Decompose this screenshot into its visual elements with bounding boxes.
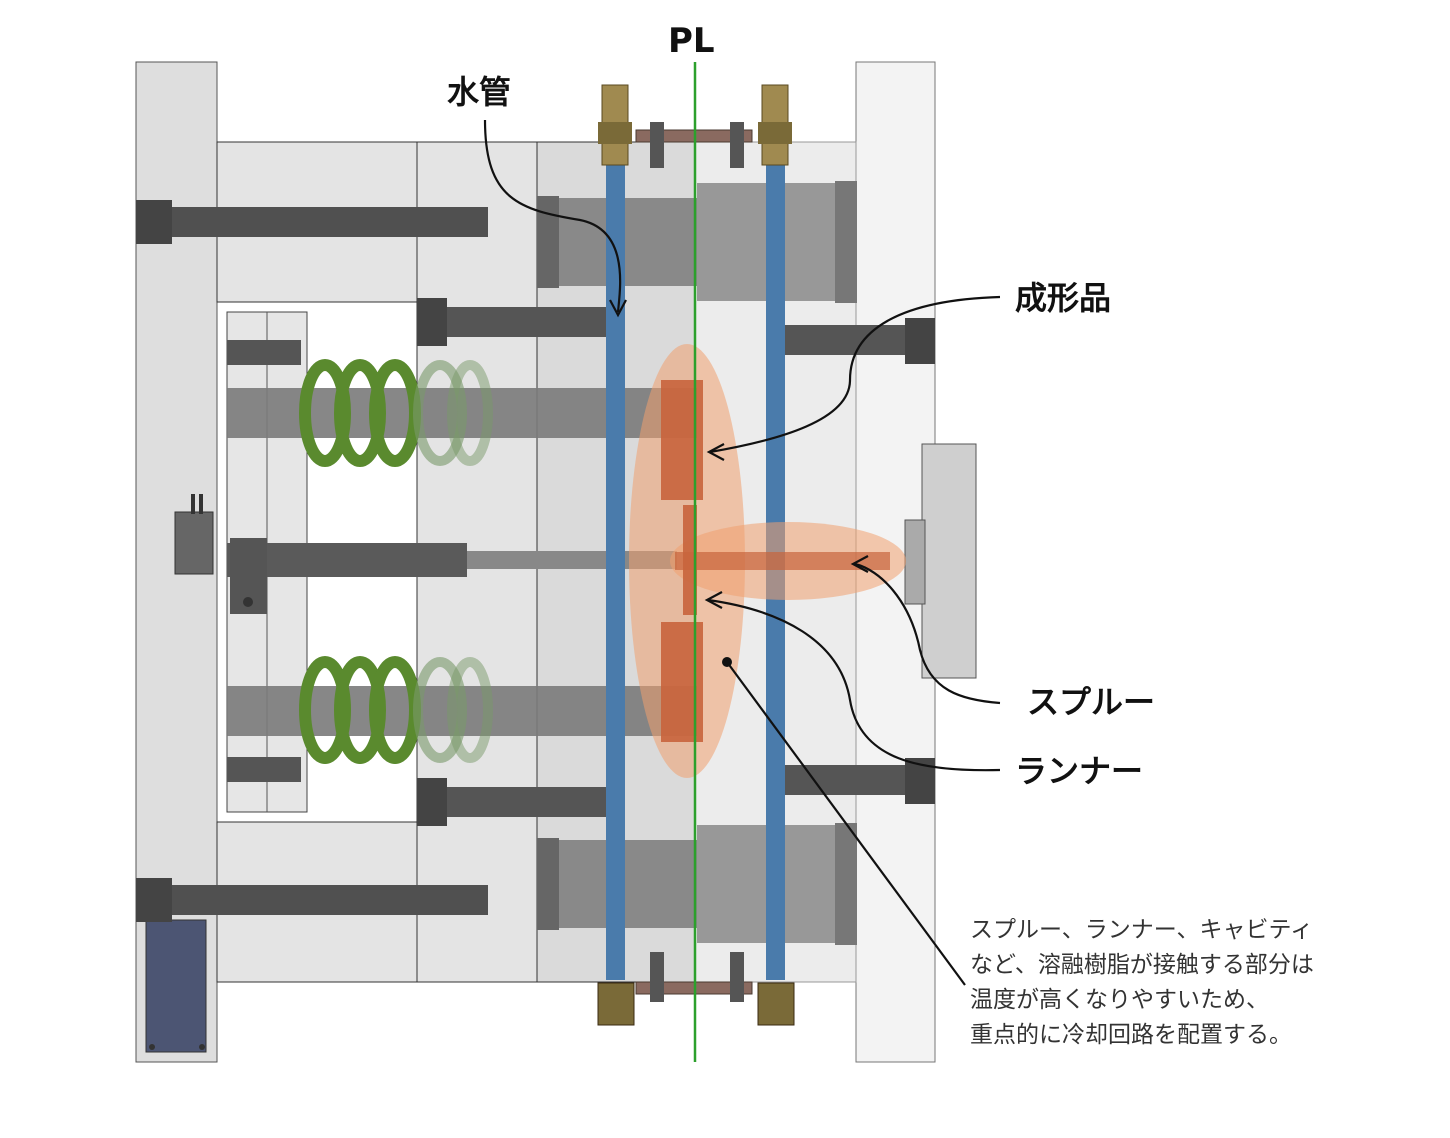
molded-part-upper	[661, 380, 703, 500]
molded-part-arrowhead	[706, 443, 725, 461]
spring-coil	[447, 657, 493, 763]
water-pipe-label: 水管	[447, 73, 512, 111]
runner-label: ランナー	[1015, 752, 1144, 790]
locate-ring-flange	[904, 519, 926, 605]
fitting	[757, 982, 795, 1026]
sprue-label: スプルー	[1027, 683, 1156, 721]
guide-rod	[136, 885, 488, 915]
note-line: など、溶融樹脂が接触する部分は	[970, 952, 1314, 978]
water-pipe-core	[606, 160, 625, 980]
fitting-nut	[758, 122, 792, 144]
limit-switch-terminal	[191, 494, 195, 514]
bolt	[730, 952, 744, 1002]
sprue-leader	[854, 562, 1001, 705]
note-line: スプルー、ランナー、キャビティ	[970, 917, 1314, 943]
bushing-flange	[835, 181, 857, 303]
bolt	[785, 325, 920, 355]
small-bolt	[227, 757, 301, 782]
molded-part-leader	[709, 295, 1001, 454]
note-line: 重点的に冷却回路を配置する。	[970, 1022, 1292, 1048]
blue-block	[145, 919, 207, 1053]
parting-line-label: PL	[668, 21, 715, 61]
bushing-flange	[835, 823, 857, 945]
spring-coil	[413, 657, 467, 763]
locate-ring	[904, 443, 977, 679]
guide-rods	[136, 200, 935, 922]
molded-part-lower	[661, 622, 703, 742]
limit-switch-terminal	[199, 494, 203, 514]
molded-part-label: 成形品	[1015, 279, 1112, 317]
water-pipe-leader	[483, 119, 622, 313]
guide-rod-head	[136, 200, 172, 244]
bolt	[417, 787, 607, 817]
cooling-note: スプルー、ランナー、キャビティ など、溶融樹脂が接触する部分は 温度が高くなりや…	[970, 913, 1430, 1053]
sprue	[675, 552, 890, 570]
screw-head	[149, 1044, 155, 1050]
sprue-arrowhead	[850, 555, 869, 573]
water-fittings	[597, 84, 795, 1026]
runner-leader	[707, 598, 1001, 772]
fitting-nut	[598, 122, 632, 144]
return-springs	[299, 359, 493, 764]
note-leader-dot	[722, 657, 732, 667]
bolt	[650, 122, 664, 168]
limit-switch	[174, 511, 214, 575]
spring-coil	[413, 360, 467, 466]
bolt-head	[905, 318, 935, 364]
note-line: 温度が高くなりやすいため、	[970, 987, 1269, 1013]
note-leader	[726, 661, 966, 986]
bolt	[730, 122, 744, 168]
leader-lines	[483, 119, 1001, 986]
guide-rod	[136, 207, 488, 237]
bolt-head	[417, 778, 447, 826]
screw-head	[199, 1044, 205, 1050]
locate-ring-body	[921, 443, 977, 679]
bolt-head	[417, 298, 447, 346]
small-bolt	[227, 340, 301, 365]
guide-rod-head	[136, 878, 172, 922]
bushing-flange	[537, 838, 559, 930]
fitting	[597, 982, 635, 1026]
bushing-flange	[537, 196, 559, 288]
bolt	[417, 307, 607, 337]
spring-coil	[447, 360, 493, 466]
bolt	[650, 952, 664, 1002]
screw-head	[243, 597, 253, 607]
water-pipe-arrowhead	[609, 299, 627, 318]
runner-arrowhead	[704, 591, 723, 609]
